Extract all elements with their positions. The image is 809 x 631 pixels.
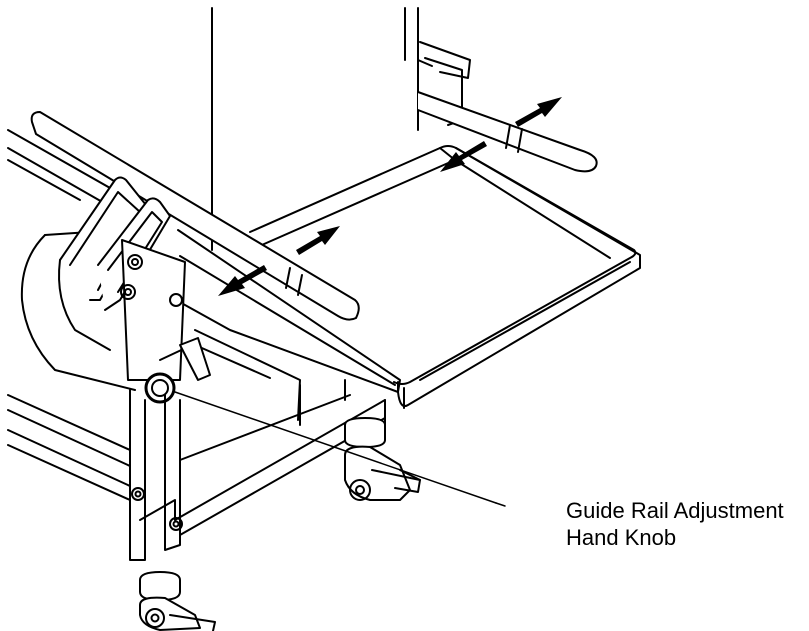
- lower-chute: [175, 229, 401, 421]
- arrow-icon: [440, 97, 562, 172]
- arrow-icon: [218, 226, 340, 296]
- callout-line-2: Hand Knob: [566, 525, 677, 550]
- caster-icon: [344, 417, 421, 501]
- side-plate: [120, 239, 186, 381]
- caster-icon: [139, 571, 216, 631]
- rear-guide-rail: [417, 41, 598, 173]
- front-guide-rail: [30, 111, 360, 321]
- base-frame: [129, 379, 386, 561]
- callout-leader: [174, 391, 506, 507]
- knob-icon: [144, 337, 211, 404]
- callout-line-1: Guide Rail Adjustment: [566, 498, 784, 523]
- callout-label: Guide Rail Adjustment Hand Knob: [566, 497, 784, 551]
